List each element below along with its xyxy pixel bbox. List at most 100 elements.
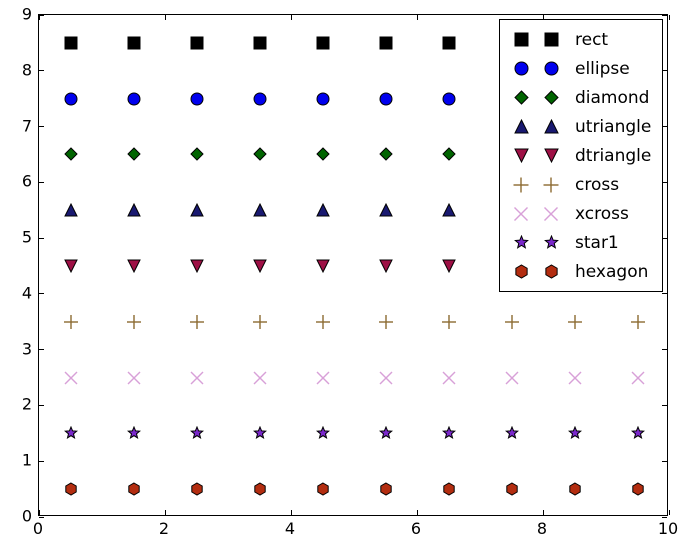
y-tick-label: 4	[21, 283, 32, 303]
legend-marker-diamond-icon	[506, 90, 536, 105]
data-point-utriangle	[252, 203, 267, 217]
data-point-diamond	[441, 147, 456, 162]
data-point-utriangle	[315, 203, 330, 217]
data-point-hexagon	[253, 482, 267, 496]
x-tick-label: 8	[536, 519, 548, 538]
data-point-utriangle	[189, 203, 204, 217]
x-tick	[164, 510, 166, 515]
data-point-xcross	[189, 370, 204, 385]
data-point-star1	[126, 425, 141, 440]
legend-marker-diamond-icon	[536, 90, 566, 105]
x-tick	[290, 510, 292, 515]
data-point-hexagon	[316, 482, 330, 496]
data-point-cross	[441, 314, 456, 329]
data-point-dtriangle	[189, 259, 204, 274]
data-point-rect	[253, 36, 267, 50]
data-point-utriangle	[63, 203, 78, 217]
x-tick	[38, 15, 40, 20]
y-tick	[662, 181, 667, 183]
data-point-ellipse	[442, 92, 456, 106]
x-tick	[38, 510, 40, 515]
data-point-ellipse	[190, 92, 204, 106]
data-point-hexagon	[190, 482, 204, 496]
y-tick	[662, 70, 667, 72]
data-point-hexagon	[631, 482, 645, 496]
y-tick	[39, 460, 44, 462]
data-point-star1	[378, 425, 393, 440]
legend-marker-star5-icon	[536, 235, 566, 250]
data-point-rect	[64, 36, 78, 50]
legend-item-rect[interactable]: rect	[506, 25, 656, 54]
data-point-xcross	[63, 370, 78, 385]
legend-marker-plus-icon	[506, 177, 536, 193]
y-tick-label: 8	[21, 60, 32, 80]
x-tick	[542, 510, 544, 515]
data-point-ellipse	[64, 92, 78, 106]
data-point-dtriangle	[252, 259, 267, 274]
data-point-ellipse	[379, 92, 393, 106]
y-tick-label: 9	[21, 4, 32, 24]
data-point-cross	[378, 314, 393, 329]
y-tick-label: 1	[21, 450, 32, 470]
x-tick-label: 0	[32, 519, 44, 538]
data-point-cross	[315, 314, 330, 329]
data-point-dtriangle	[126, 259, 141, 274]
y-tick	[39, 293, 44, 295]
data-point-xcross	[252, 370, 267, 385]
y-tick	[39, 70, 44, 72]
data-point-ellipse	[127, 92, 141, 106]
legend-item-ellipse[interactable]: ellipse	[506, 54, 656, 83]
data-point-star1	[315, 425, 330, 440]
y-tick	[39, 404, 44, 406]
data-point-diamond	[252, 147, 267, 162]
data-point-xcross	[378, 370, 393, 385]
y-tick-label: 3	[21, 339, 32, 359]
legend-item-cross[interactable]: cross	[506, 170, 656, 199]
data-point-xcross	[504, 370, 519, 385]
legend-item-utriangle[interactable]: utriangle	[506, 112, 656, 141]
x-tick-label: 2	[158, 519, 170, 538]
y-tick	[39, 349, 44, 351]
y-tick	[662, 126, 667, 128]
legend-item-hexagon[interactable]: hexagon	[506, 257, 656, 286]
data-point-cross	[567, 314, 582, 329]
legend-label: star1	[575, 232, 619, 253]
legend-item-xcross[interactable]: xcross	[506, 199, 656, 228]
legend-marker-hexagon-icon	[536, 264, 566, 279]
y-tick	[662, 516, 667, 518]
legend-label: rect	[575, 29, 609, 50]
data-point-rect	[127, 36, 141, 50]
y-tick	[662, 460, 667, 462]
data-point-dtriangle	[441, 259, 456, 274]
data-point-star1	[189, 425, 204, 440]
x-tick-label: 10	[657, 519, 679, 538]
data-point-star1	[567, 425, 582, 440]
y-tick	[39, 237, 44, 239]
data-point-hexagon	[568, 482, 582, 496]
data-point-hexagon	[379, 482, 393, 496]
legend-label: cross	[575, 174, 620, 195]
y-tick	[662, 404, 667, 406]
data-point-xcross	[126, 370, 141, 385]
x-tick	[668, 15, 670, 20]
y-tick-label: 2	[21, 394, 32, 414]
data-point-xcross	[567, 370, 582, 385]
x-tick	[542, 15, 544, 20]
data-point-diamond	[189, 147, 204, 162]
data-point-diamond	[126, 147, 141, 162]
y-tick	[39, 14, 44, 16]
data-point-dtriangle	[63, 259, 78, 274]
legend-item-dtriangle[interactable]: dtriangle	[506, 141, 656, 170]
x-tick	[416, 15, 418, 20]
legend-marker-hexagon-icon	[506, 264, 536, 279]
data-point-hexagon	[505, 482, 519, 496]
x-tick	[164, 15, 166, 20]
legend-label: utriangle	[575, 116, 652, 137]
legend-marker-triangle-down-icon	[536, 148, 566, 163]
plot-area	[39, 15, 667, 515]
legend-item-star1[interactable]: star1	[506, 228, 656, 257]
legend-item-diamond[interactable]: diamond	[506, 83, 656, 112]
y-tick	[662, 237, 667, 239]
